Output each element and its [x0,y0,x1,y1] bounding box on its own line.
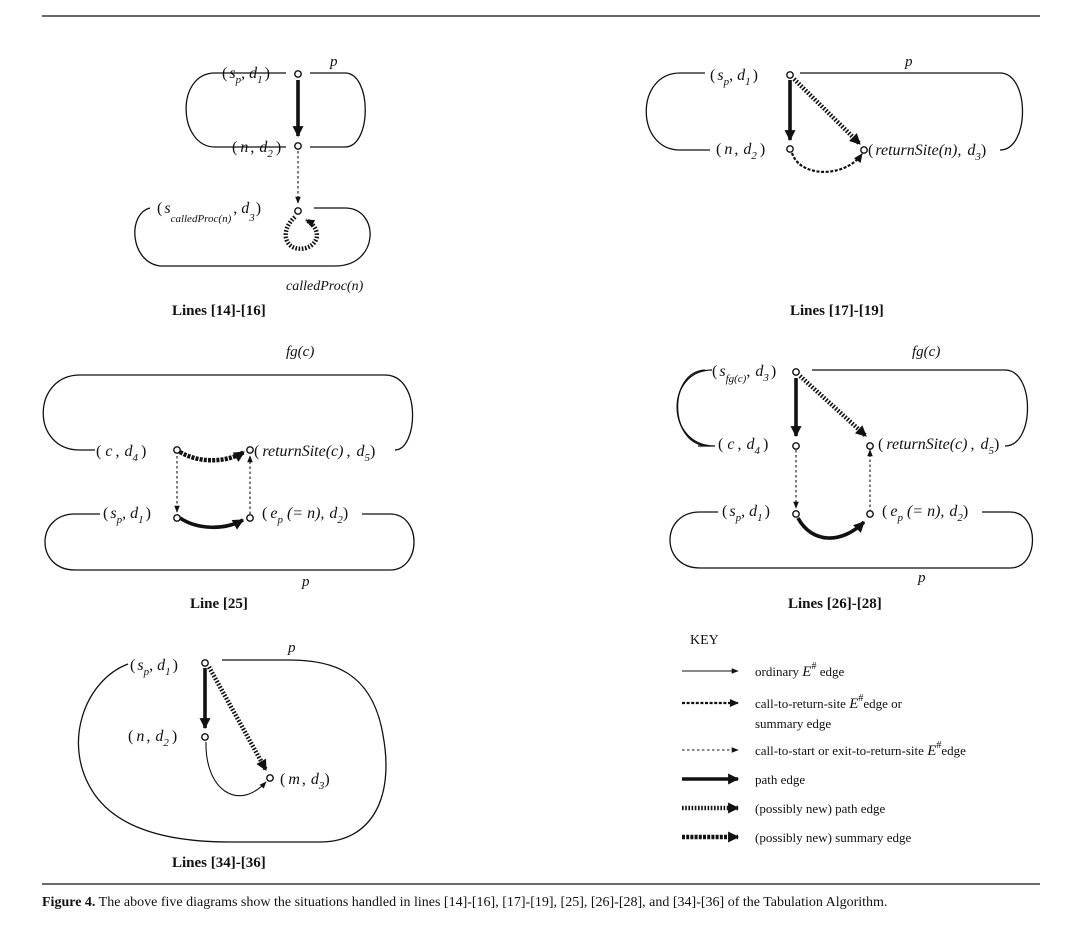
key-row-possibly-new-summary: (possibly new) summary edge [682,830,912,845]
node-n-d2 [294,142,302,150]
key-row-possibly-new-path: (possibly new) path edge [682,801,886,816]
node-label-ep-d2: (ep(= n),d2) [262,505,348,526]
node-label-n-d2: (n,d2) [128,728,177,749]
node-label-m-d3: (m,d3) [280,771,330,792]
key-label-call-to-start: call-to-start or exit-to-return-site E#e… [755,740,966,759]
panel-line-25: fg(c) (c,d4) (returnSite(c),d5) p (sp,d1… [42,344,415,612]
possibly-new-path-edge [207,665,268,772]
figure-caption-text: The above five diagrams show the situati… [95,895,888,910]
procedure-fgc-outline-left [677,369,709,447]
node-c-d4 [792,442,800,450]
procedure-p-outline [44,513,415,571]
node-returnsite-c-d5 [246,446,254,454]
key-label-call-to-return: call-to-return-site E#edge or [755,693,903,712]
panel-caption: Lines [17]-[19] [790,303,884,319]
node-m-d3 [266,774,274,782]
procedure-calledproc-outline [134,207,371,267]
procedure-label-p: p [904,54,913,70]
node-label-sp-d1: (sp,d1) [103,505,151,526]
procedure-label-calledproc: calledProc(n) [286,279,364,294]
figure-caption-label: Figure 4. [42,895,96,910]
panel-lines-26-28: fg(c) (sfg(c),d3) (c,d4) (returnSite(c),… [669,344,1033,612]
node-label-c-d4: (c,d4) [718,436,768,457]
node-label-c-d4: (c,d4) [96,443,146,464]
key-label-path: path edge [755,772,805,787]
key-row-call-to-start: call-to-start or exit-to-return-site E#e… [682,740,966,759]
panel-caption: Lines [34]-[36] [172,855,266,871]
procedure-label-p: p [287,640,296,656]
possibly-new-summary-edge [178,450,246,463]
procedure-label-fgc: fg(c) [286,344,314,360]
panel-lines-34-36: p (sp,d1) (n,d2) (m,d3) Lines [34]-[36] [77,640,387,871]
node-label-sfgc-d3: (sfg(c),d3) [712,363,776,385]
node-scalledproc-d3 [294,207,302,215]
key-label-possibly-new-path: (possibly new) path edge [755,801,886,816]
node-c-d4 [173,446,181,454]
node-n-d2 [201,733,209,741]
path-edge [179,516,244,530]
procedure-fgc-outline [42,374,414,451]
procedure-p-outline [645,72,1024,151]
key-row-call-to-return: call-to-return-site E#edge or summary edg… [682,693,903,731]
panel-caption: Line [25] [190,596,248,612]
node-n-d2 [786,145,794,153]
panel-lines-14-16: p (sp,d1) (n,d2) calledProc(n) (scalledP… [134,54,371,319]
figure-caption: Figure 4. The above five diagrams show t… [42,894,1042,911]
node-label-returnsite-c-d5: (returnSite(c),d5) [878,436,999,457]
procedure-p-outline [77,659,387,843]
panel-caption: Lines [14]-[16] [172,303,266,319]
node-sfgc-d3 [792,368,800,376]
node-label-sp-d1: (sp,d1) [710,67,758,88]
node-returnsite-n-d3 [860,146,868,154]
key-label-possibly-new-summary: (possibly new) summary edge [755,830,912,845]
possibly-new-path-edge-loop [283,215,320,251]
ordinary-edge [205,741,267,797]
panel-lines-17-19: p (sp,d1) (n,d2) (returnSite(n),d3) Line… [645,54,1024,319]
node-ep-d2 [246,514,254,522]
call-to-return-edge [790,152,863,173]
procedure-label-p: p [329,54,338,70]
key-label-line2: summary edge [755,716,831,731]
node-label-sp-d1: (sp,d1) [722,503,770,524]
key-row-ordinary: ordinary E# edge [682,661,844,680]
panel-caption: Lines [26]-[28] [788,596,882,612]
procedure-label-p: p [301,574,310,590]
node-label-n-d2: (n,d2) [232,139,281,160]
node-label-scalledproc-d3: (scalledProc(n),d3) [157,200,261,225]
node-label-n-d2: (n,d2) [716,141,765,162]
key-label-ordinary: ordinary E# edge [755,661,844,680]
node-label-sp-d1: (sp,d1) [130,657,178,678]
possibly-new-path-edge [792,77,862,146]
node-sp-d1 [294,70,302,78]
node-label-returnsite-c-d5: (returnSite(c),d5) [254,443,375,464]
procedure-label-fgc: fg(c) [912,344,940,360]
legend-key: KEY ordinary E# edge call-to-return-site … [682,633,966,845]
procedure-p-outline [185,72,366,148]
node-sp-d1 [173,514,181,522]
procedure-p-outline [669,511,1033,569]
node-label-ep-d2: (ep(= n),d2) [882,503,968,524]
node-sp-d1 [786,71,794,79]
node-sp-d1 [201,659,209,667]
key-row-path: path edge [682,772,805,787]
procedure-label-p: p [917,570,926,586]
node-label-sp-d1: (sp,d1) [222,65,270,86]
path-edge-bottom [796,517,866,540]
node-returnsite-c-d5 [866,442,874,450]
node-ep-d2 [866,510,874,518]
node-label-returnsite-n-d3: (returnSite(n),d3) [868,142,986,163]
possibly-new-path-edge [798,374,868,438]
key-title: KEY [690,633,719,648]
node-sp-d1 [792,510,800,518]
